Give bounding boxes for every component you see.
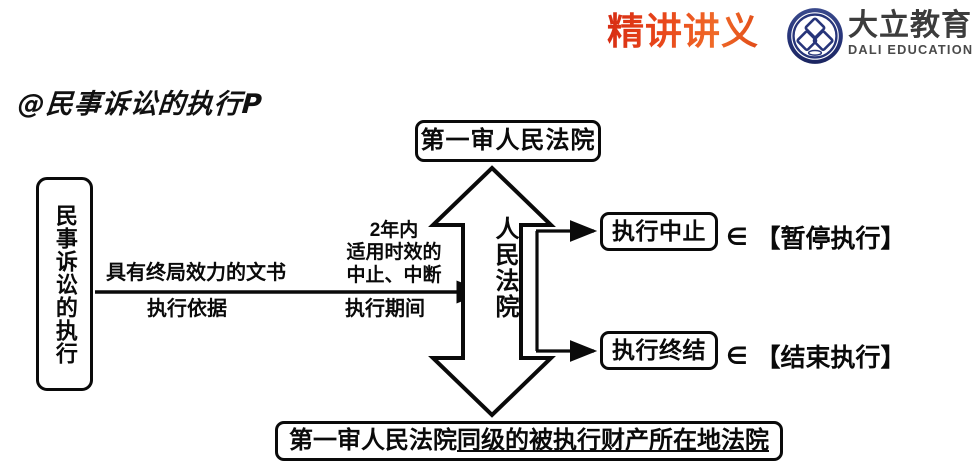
lecture-badge: 精讲讲义 [607,8,759,56]
header-banner: 精讲讲义 大立教育 DALI EDUCATION [0,0,974,72]
label-limitation-period-rules: 2年内 适用时效的 中止、中断 [333,220,455,287]
bottom-court-underlined-text-2: 被执行财产所在地法院 [529,426,769,454]
node-peoples-court-label: 人民法院 [491,216,518,320]
limitation-line-2: 适用时效的 [346,242,442,264]
element-of-icon: ∈ [726,223,748,251]
node-property-location-court[interactable]: 第一审人民法院同级的被执行财产所在地法院 [275,421,783,461]
brand-name-cn: 大立教育 [848,9,972,42]
peoples-court-double-arrow-shape [428,165,556,418]
element-of-icon: ∈ [726,342,748,370]
brand-name-en: DALI EDUCATION [848,43,974,57]
label-execution-basis: 执行依据 [147,298,227,320]
dali-circular-trefoil-logo-icon [787,8,843,64]
bottom-court-plain-text: 第一审人民法院 [289,426,457,454]
bottom-court-underlined-text-1: 同级的 [457,426,529,454]
limitation-line-3: 中止、中断 [346,264,442,286]
label-execution-period: 执行期间 [345,298,425,320]
suspension-meaning-text: 【暂停执行】 [755,225,906,253]
node-civil-litigation-execution[interactable]: 民事诉讼的执行 [36,177,93,391]
node-first-trial-court[interactable]: 第一审人民法院 [415,120,601,162]
limitation-line-1: 2年内 [369,220,419,241]
termination-meaning-note: ∈ 【结束执行】 [726,338,906,374]
suspension-meaning-note: ∈ 【暂停执行】 [726,219,906,255]
brand-wordmark: 大立教育 DALI EDUCATION [848,9,974,58]
node-execution-suspension[interactable]: 执行中止 [600,212,718,251]
node-execution-termination[interactable]: 执行终结 [600,331,718,370]
label-final-effect-document: 具有终局效力的文书 [106,262,286,284]
termination-meaning-text: 【结束执行】 [755,344,906,372]
